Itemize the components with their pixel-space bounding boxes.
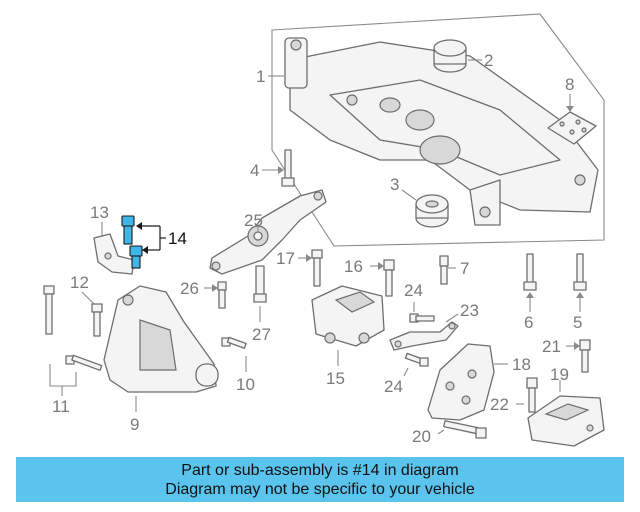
callout-17: 17 [276, 249, 295, 268]
mounting-plate-part-8 [547, 94, 597, 145]
callout-13: 13 [90, 203, 109, 222]
bolt-part-21 [566, 339, 591, 373]
callout-16: 16 [344, 257, 363, 276]
bolt-part-6 [523, 253, 537, 312]
callout-10: 10 [236, 375, 255, 394]
callout-27: 27 [252, 325, 271, 344]
callout-7: 7 [460, 259, 469, 278]
callout-24a: 24 [404, 281, 423, 300]
callout-18: 18 [512, 355, 531, 374]
bolt-part-27 [253, 265, 267, 322]
callout-11: 11 [52, 397, 70, 416]
info-banner: Part or sub-assembly is #14 in diagram D… [16, 457, 624, 502]
mount-bushing-part-2 [433, 39, 482, 73]
callout-23: 23 [460, 301, 479, 320]
callout-21: 21 [542, 337, 561, 356]
subframe-assembly [271, 13, 605, 247]
callout-11-bracket [49, 364, 77, 396]
callout-14: 14 [168, 229, 187, 248]
engine-mount-part-9 [103, 285, 219, 412]
torque-arm-part-25 [209, 189, 327, 275]
callout-4: 4 [250, 161, 259, 180]
bolt-part-12 [81, 291, 103, 337]
callout-15: 15 [326, 369, 345, 388]
callout-9: 9 [130, 415, 139, 434]
callout-1: 1 [256, 67, 265, 86]
bolt-part-26 [204, 281, 227, 309]
bolt-part-7 [439, 255, 456, 285]
bolt-part-14-lower [129, 245, 143, 269]
bolt-part-17 [298, 249, 323, 287]
transmission-mount-part-15 [311, 285, 385, 366]
callout-6: 6 [524, 313, 533, 332]
bolt-part-11-vertical [43, 285, 55, 335]
bolt-part-10 [221, 336, 247, 372]
bushing-part-3 [401, 189, 449, 228]
bolt-part-24-upper [409, 302, 435, 323]
bolt-part-20 [437, 420, 487, 439]
bolt-part-22 [516, 377, 538, 413]
callout-26: 26 [180, 279, 199, 298]
bolt-part-24-lower [403, 352, 429, 377]
callout-12: 12 [70, 273, 89, 292]
bolt-part-4 [262, 149, 295, 187]
callout-5: 5 [573, 313, 582, 332]
bracket-part-18 [427, 343, 508, 421]
callout-3: 3 [390, 175, 399, 194]
bolt-part-11-angled [65, 354, 103, 371]
callout-2: 2 [484, 51, 493, 70]
bolt-part-14-upper [121, 215, 135, 245]
callout-22: 22 [490, 395, 509, 414]
banner-line-2: Diagram may not be specific to your vehi… [165, 481, 475, 498]
link-bracket-part-23 [389, 313, 459, 351]
callout-20: 20 [412, 427, 431, 446]
callout-8: 8 [565, 75, 574, 94]
bolt-part-16 [370, 259, 395, 297]
banner-line-1: Part or sub-assembly is #14 in diagram [181, 462, 459, 479]
bolt-part-5 [573, 253, 587, 312]
callout-24b: 24 [384, 377, 403, 396]
callout-19: 19 [550, 365, 569, 384]
callout-14-leader [136, 222, 166, 254]
callout-25: 25 [244, 211, 263, 230]
mount-part-19 [527, 380, 605, 447]
